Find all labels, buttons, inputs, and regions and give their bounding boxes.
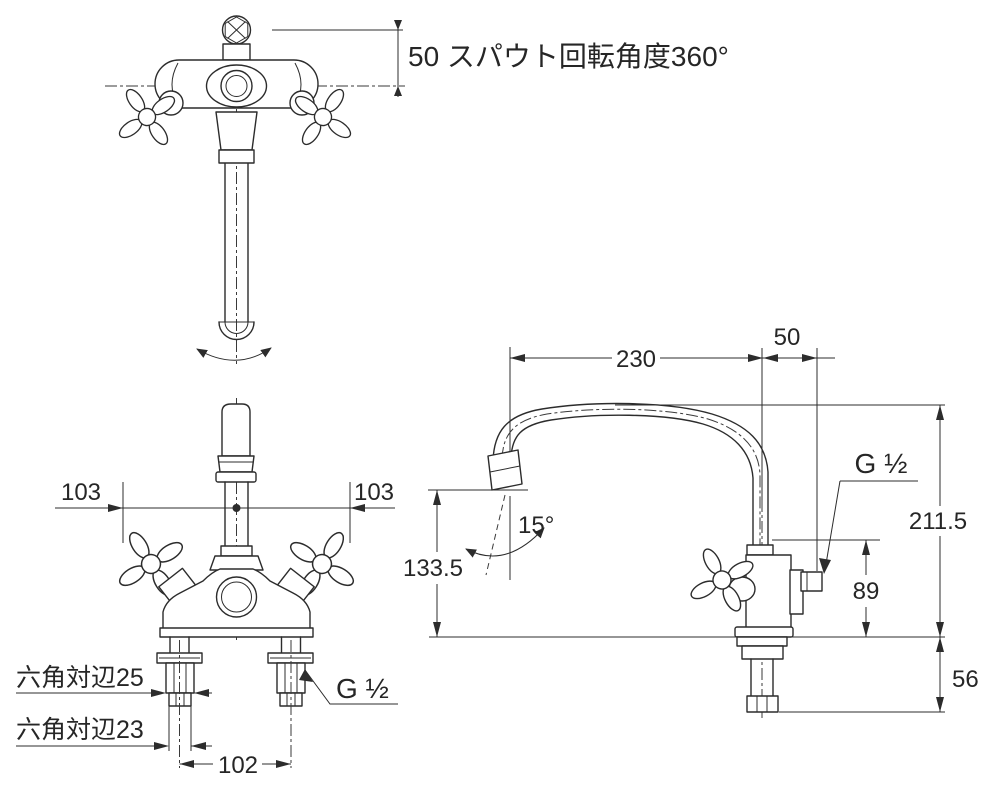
plan-spout-endcap xyxy=(218,321,255,341)
front-deck-plate xyxy=(159,627,314,638)
plan-dim-50: 50 スパウト回転角度360° xyxy=(272,20,729,97)
front-view: 103 103 六角対辺25 六角対辺23 102 xyxy=(16,398,398,779)
side-thread-label: G ½ xyxy=(855,448,908,479)
dim-103-left: 103 xyxy=(61,479,101,506)
dim-50: 50 xyxy=(774,324,801,351)
dim-15deg: 15° xyxy=(518,512,554,539)
side-spout xyxy=(487,402,769,554)
side-view: 230 50 G ½ 211.5 8 xyxy=(403,324,979,718)
callout-hex25: 六角対辺25 xyxy=(16,664,212,697)
plan-spout-neck xyxy=(222,43,251,61)
front-thread-label: G ½ xyxy=(336,673,389,704)
side-swing-annotation: 15° xyxy=(465,494,554,580)
spout-tip-nut xyxy=(487,449,523,491)
side-dim-89: 89 xyxy=(853,540,880,637)
hex23-label: 六角対辺23 xyxy=(16,716,144,744)
hex25-label: 六角対辺25 xyxy=(16,664,144,692)
side-thread-callout: G ½ xyxy=(819,448,918,574)
front-thread-callout: G ½ xyxy=(299,669,398,705)
dim-89: 89 xyxy=(853,578,880,605)
dim-133-5: 133.5 xyxy=(403,555,463,582)
plan-view: 50 スパウト回転角度360° xyxy=(100,15,729,364)
side-dim-133-5: 133.5 xyxy=(403,490,463,637)
side-inlet-port xyxy=(800,571,823,592)
side-dim-50: 50 xyxy=(763,324,835,362)
dim-56: 56 xyxy=(952,666,979,693)
front-riser xyxy=(209,403,264,571)
dim-102: 102 xyxy=(218,752,258,779)
side-deck-flange xyxy=(734,626,794,638)
callout-hex23: 六角対辺23 xyxy=(16,706,212,751)
side-riser-nut xyxy=(746,544,774,556)
front-dim-103: 103 103 xyxy=(55,479,395,543)
spout-rotation-note: 50 スパウト回転角度360° xyxy=(408,41,729,72)
dim-230: 230 xyxy=(616,346,656,373)
front-dim-102: 102 xyxy=(179,752,291,779)
side-dim-56: 56 xyxy=(936,637,979,712)
dim-103-right: 103 xyxy=(354,479,394,506)
side-body xyxy=(674,532,823,638)
plan-escutcheon xyxy=(215,111,258,151)
rotation-arc xyxy=(196,347,272,361)
side-dim-211-5: 211.5 xyxy=(909,405,967,637)
front-cap xyxy=(215,576,258,618)
dim-211-5: 211.5 xyxy=(909,508,967,535)
plan-spout-nut xyxy=(221,15,252,45)
side-dim-230: 230 xyxy=(510,346,763,373)
side-shank xyxy=(736,636,788,713)
